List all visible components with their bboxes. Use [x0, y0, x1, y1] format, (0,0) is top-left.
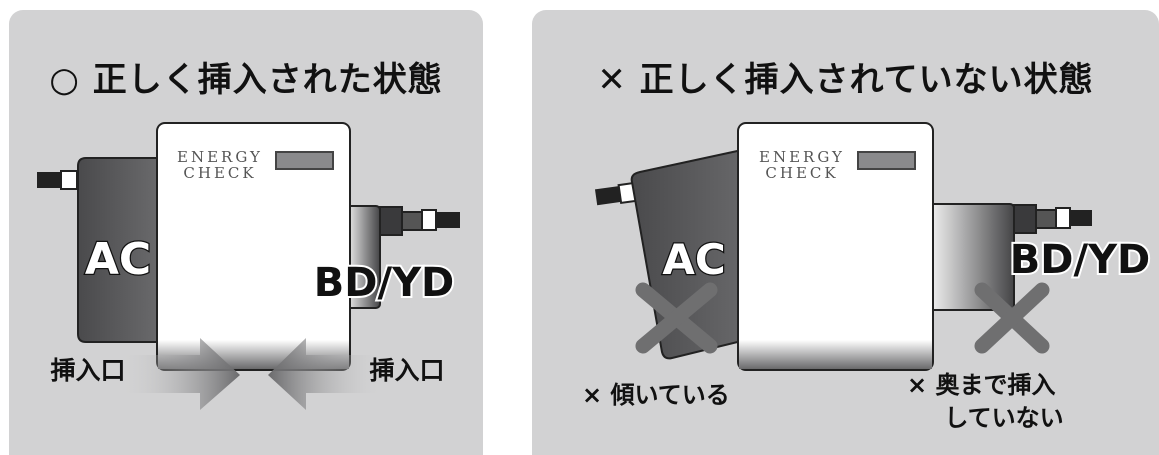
right-device-text-check: CHECK: [765, 164, 838, 182]
cross-mark-icon: [635, 282, 718, 354]
left-device-text-energy: ENERGY: [177, 148, 263, 166]
panel-title-incorrect: ✕ 正しく挿入されていない状態: [597, 60, 1094, 100]
left-ac-adapter: [77, 157, 161, 343]
caption-tilted: × 傾いている: [582, 381, 730, 409]
incorrect-state-panel: ✕ 正しく挿入されていない状態: [532, 10, 1159, 455]
caption-not-fully-inserted-2: していない: [944, 404, 1063, 432]
left-insertion-arrows: [120, 338, 384, 410]
left-insert-port-label-2: 挿入口: [369, 356, 444, 385]
right-device-text-energy: ENERGY: [759, 148, 845, 166]
right-bdyd-label: BD/YD: [1010, 237, 1150, 283]
right-energy-check-device: [737, 122, 934, 371]
cross-mark-icon: [974, 282, 1050, 354]
arrow-left-icon: [268, 338, 384, 410]
right-ac-label: AC: [662, 235, 725, 284]
arrow-right-icon: [120, 338, 240, 410]
left-ac-label: AC: [85, 234, 151, 285]
left-insert-port-label-1: 挿入口: [50, 356, 125, 385]
left-energy-check-device: [156, 122, 351, 371]
panel-title-correct: ○ 正しく挿入された状態: [49, 60, 443, 100]
caption-not-fully-inserted-1: × 奥まで挿入: [907, 371, 1055, 399]
left-ac-cable: [37, 170, 78, 190]
left-device-text-check: CHECK: [183, 164, 256, 182]
left-bdyd-label: BD/YD: [314, 260, 454, 306]
right-ac-cable: [594, 181, 639, 206]
right-bdyd-adapter: [929, 203, 1092, 311]
